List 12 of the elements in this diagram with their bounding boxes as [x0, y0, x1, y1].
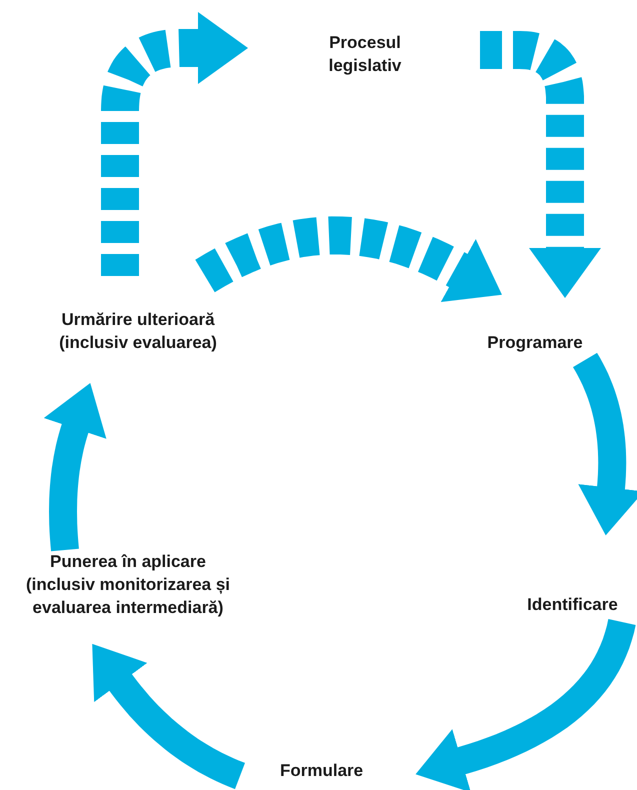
- arrow: [195, 216, 502, 302]
- stage-title: Procesul legislativ: [328, 32, 402, 77]
- arrow: [92, 644, 248, 790]
- stage-title: Punerea în aplicare: [50, 551, 206, 573]
- stage-description: (inclusiv evaluarea): [59, 332, 217, 354]
- arrow: [572, 350, 637, 536]
- stage-title: Urmărire ulterioară: [61, 309, 215, 331]
- stage-description: (inclusiv monitorizarea și evaluarea intermediară): [24, 574, 232, 619]
- stage-title: Programare: [487, 332, 583, 354]
- arrow: [101, 12, 248, 276]
- stage-title: Identificare: [527, 594, 618, 616]
- stage-title: Formulare: [280, 760, 364, 782]
